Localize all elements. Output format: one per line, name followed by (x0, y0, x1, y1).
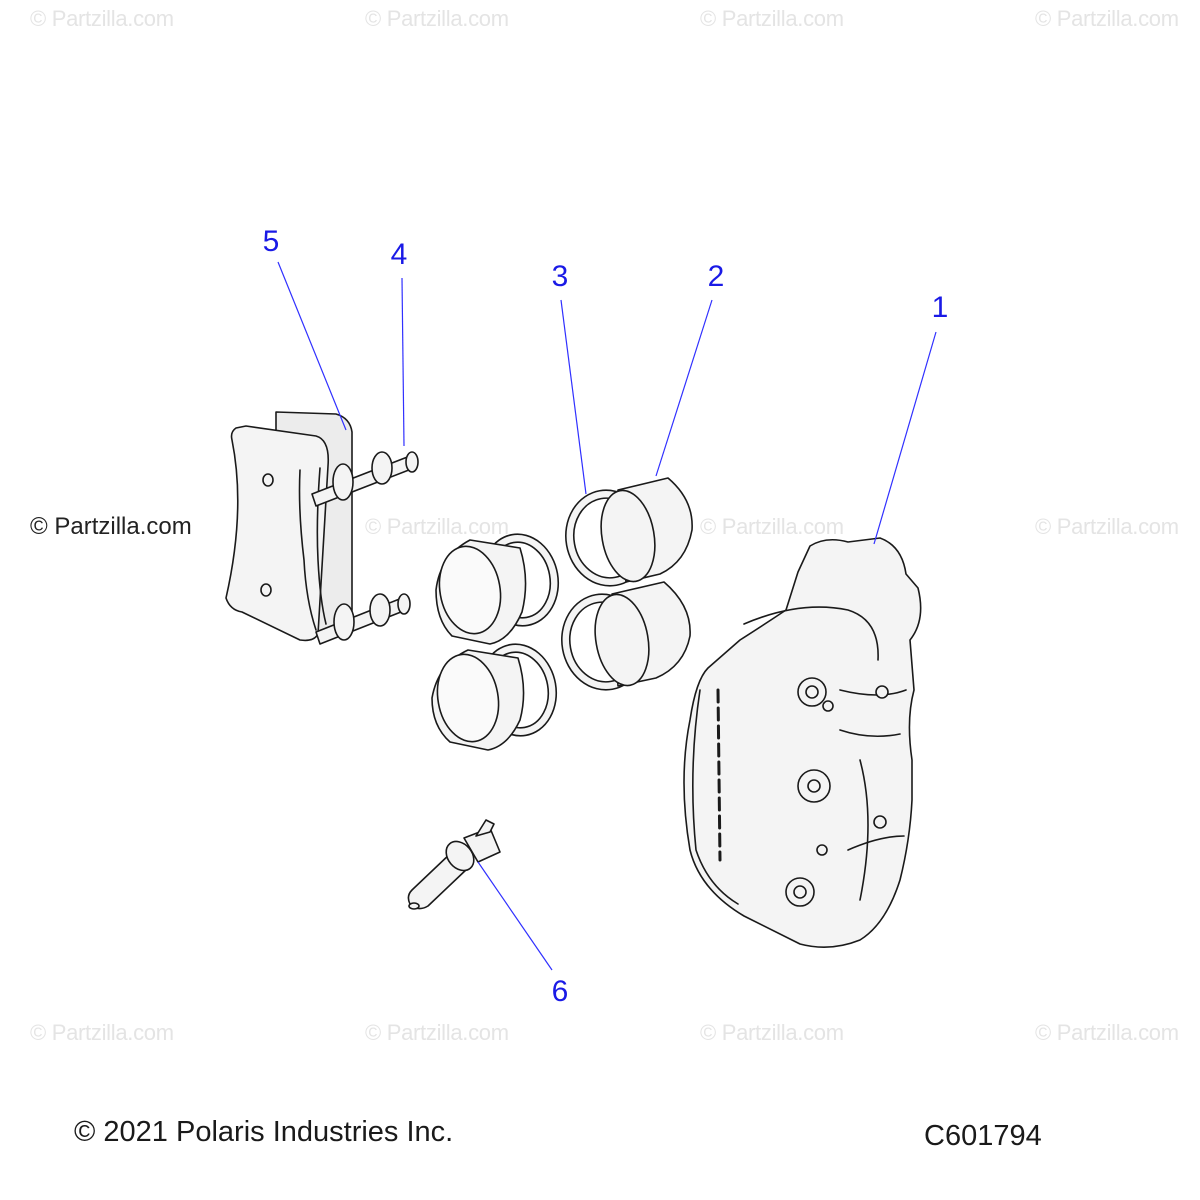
watermark: © Partzilla.com (1035, 514, 1179, 539)
watermark: © Partzilla.com (365, 1020, 509, 1045)
watermark: © Partzilla.com (700, 1020, 844, 1045)
pad-pin-upper[interactable] (311, 451, 419, 507)
watermark: © Partzilla.com (1035, 6, 1179, 31)
callout-1[interactable]: 1 (931, 291, 949, 324)
caliper-body[interactable] (683, 537, 922, 948)
watermark: © Partzilla.com (700, 6, 844, 31)
watermark: © Partzilla.com (700, 514, 844, 539)
piston-lower-left[interactable] (431, 649, 525, 751)
watermark: © Partzilla.com (365, 6, 509, 31)
callout-3[interactable]: 3 (551, 260, 569, 293)
watermark: © Partzilla.com (30, 1020, 174, 1045)
leader-lines (277, 261, 937, 971)
watermark: © Partzilla.com (1035, 1020, 1179, 1045)
callout-6[interactable]: 6 (551, 975, 569, 1008)
piston-lower-right[interactable] (588, 581, 691, 690)
copyright-text: © 2021 Polaris Industries Inc. (74, 1116, 454, 1148)
callout-5[interactable]: 5 (262, 225, 280, 258)
watermark-main: © Partzilla.com (30, 513, 192, 540)
bleeder-valve[interactable] (407, 819, 501, 910)
watermark: © Partzilla.com (365, 514, 509, 539)
piston-upper-left[interactable] (433, 539, 527, 645)
callout-4[interactable]: 4 (390, 238, 408, 271)
callout-2[interactable]: 2 (707, 260, 725, 293)
pad-pin-lower[interactable] (315, 593, 411, 645)
piston-upper-right[interactable] (594, 477, 693, 586)
brake-pad-part[interactable] (225, 411, 353, 642)
watermark: © Partzilla.com (30, 6, 174, 31)
diagram-code: C601794 (924, 1120, 1042, 1152)
